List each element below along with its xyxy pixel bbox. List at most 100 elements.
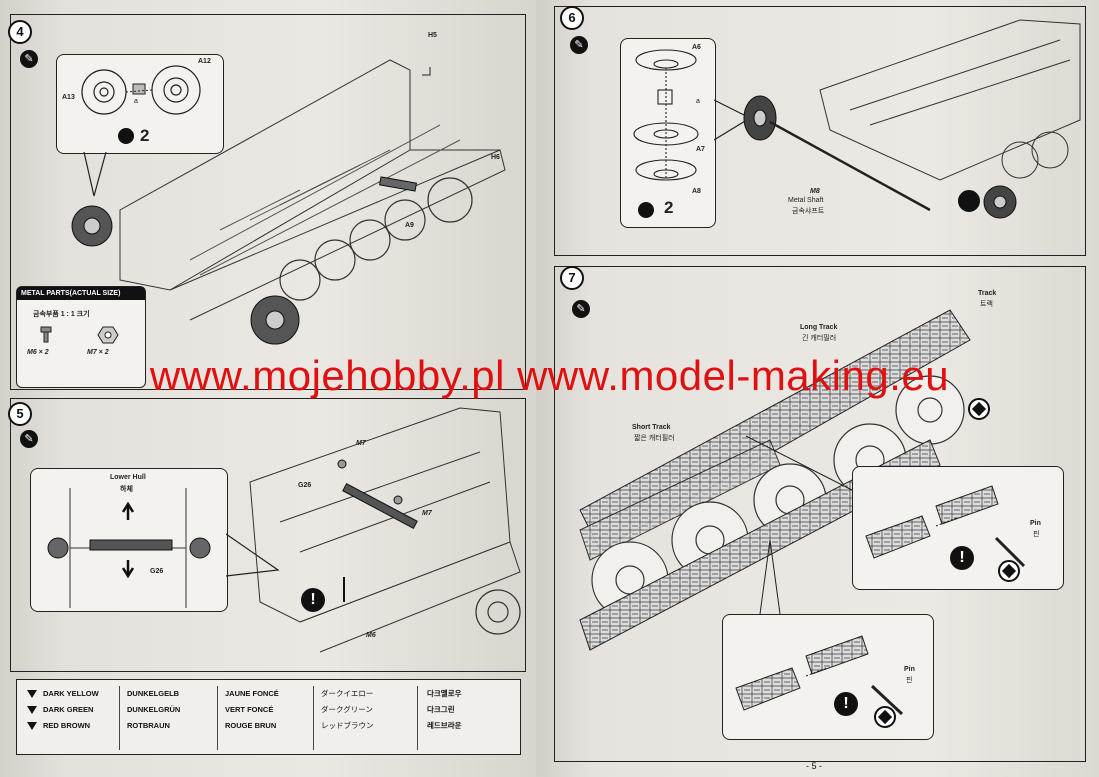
no-glue-icon bbox=[968, 398, 990, 420]
metal-part-m7: M7 × 2 bbox=[87, 349, 109, 356]
sprocket-upper bbox=[71, 205, 113, 247]
step-7-track-drawing bbox=[579, 309, 971, 651]
glue-icon: ✎ bbox=[20, 430, 38, 448]
step-6-hull-drawing bbox=[743, 19, 1081, 219]
label-lower-hull-kr: 하체 bbox=[120, 486, 133, 493]
label-lower-hull: Lower Hull bbox=[110, 474, 146, 481]
divider bbox=[217, 686, 218, 750]
label-pin-lower-kr: 핀 bbox=[906, 677, 913, 684]
label-a: a bbox=[134, 98, 138, 105]
metal-parts-subtitle: 금속부품 1 : 1 크기 bbox=[33, 311, 90, 318]
step-5-callout-pointer bbox=[226, 533, 280, 577]
label-h5: H5 bbox=[428, 32, 437, 39]
page-number: - 5 - bbox=[806, 761, 823, 771]
label-pin-lower: Pin bbox=[904, 666, 915, 673]
metal-part-m6: M6 × 2 bbox=[27, 349, 49, 356]
step-7-pin-inset-lower bbox=[722, 614, 934, 740]
caution-icon: ! bbox=[834, 692, 858, 716]
color-col-jp: ダークイエロー ダークグリーン レッドブラウン bbox=[321, 689, 374, 730]
metal-parts-box: METAL PARTS(ACTUAL SIZE) 금속부품 1 : 1 크기 M… bbox=[16, 286, 146, 388]
divider bbox=[313, 686, 314, 750]
sprocket-lower bbox=[250, 295, 300, 345]
hub-a bbox=[132, 83, 146, 95]
part-dd-icon bbox=[118, 128, 134, 144]
label-a-s6: a bbox=[696, 98, 700, 105]
label-g26-inset: G26 bbox=[150, 568, 164, 575]
part-dd-icon bbox=[638, 202, 654, 218]
color-col-kr: 다크옐로우 다크그린 레드브라운 bbox=[427, 689, 462, 730]
step-5-hull-drawing bbox=[249, 407, 521, 653]
step-4-number: 4 bbox=[8, 20, 32, 44]
label-track-kr: 트랙 bbox=[980, 301, 993, 308]
caution-icon: ! bbox=[301, 588, 325, 612]
label-metal-shaft-kr: 금속샤프트 bbox=[792, 208, 825, 215]
part-a9 bbox=[378, 176, 418, 192]
color-col-de: DUNKELGELB DUNKELGRÜN ROTBRAUN bbox=[127, 689, 181, 730]
glue-icon: ✎ bbox=[20, 50, 38, 68]
label-h6: H6 bbox=[491, 154, 500, 161]
step-4-frame bbox=[10, 14, 526, 390]
label-short-track: Short Track bbox=[632, 424, 671, 431]
sprocket-a12 bbox=[151, 65, 201, 115]
road-wheels bbox=[279, 177, 473, 301]
step-4-sprocket-drawing bbox=[81, 65, 201, 144]
step-4-callout-pointer bbox=[83, 152, 107, 197]
label-a8: A8 bbox=[692, 188, 701, 195]
label-m8: M8 bbox=[810, 188, 820, 195]
label-m6: M6 bbox=[366, 632, 376, 639]
step-6-frame bbox=[554, 6, 1086, 256]
color-marker-icon bbox=[27, 706, 37, 715]
color-row: RED BROWN bbox=[27, 718, 99, 734]
part-g26-inset bbox=[89, 539, 173, 551]
glue-icon: ✎ bbox=[572, 300, 590, 318]
step-5-inset-drawing bbox=[47, 488, 211, 608]
color-col-en: DARK YELLOW DARK GREEN RED BROWN bbox=[27, 686, 99, 734]
label-long-track: Long Track bbox=[800, 324, 838, 331]
label-track: Track bbox=[978, 290, 997, 297]
metal-shaft bbox=[769, 120, 931, 212]
road-wheel-right bbox=[983, 185, 1017, 219]
color-marker-icon bbox=[27, 690, 37, 699]
step-4-multiplier: 2 bbox=[140, 126, 150, 145]
metal-parts-icons bbox=[40, 326, 119, 344]
idler-wheel bbox=[743, 95, 777, 141]
caution-icon: ! bbox=[950, 546, 974, 570]
divider bbox=[417, 686, 418, 750]
no-glue-icon bbox=[874, 706, 896, 728]
part-m7-mid bbox=[393, 495, 403, 505]
label-a7: A7 bbox=[696, 146, 705, 153]
part-g26 bbox=[342, 483, 418, 529]
step-7-frame bbox=[554, 266, 1086, 762]
label-pin-upper-kr: 핀 bbox=[1033, 531, 1040, 538]
step-5-frame bbox=[10, 398, 526, 672]
step-7-number: 7 bbox=[560, 266, 584, 290]
step-6-wheel-exploded bbox=[633, 49, 699, 218]
label-m7-top: M7 bbox=[356, 440, 366, 447]
label-a6: A6 bbox=[692, 44, 701, 51]
divider bbox=[119, 686, 120, 750]
part-m7-top bbox=[337, 459, 347, 469]
track-pin bbox=[870, 684, 904, 716]
label-a13: A13 bbox=[62, 94, 75, 101]
paint-color-table: DARK YELLOW DARK GREEN RED BROWN DUNKELG… bbox=[16, 679, 521, 755]
label-a9: A9 bbox=[405, 222, 414, 229]
color-row: DARK YELLOW bbox=[27, 686, 99, 702]
label-short-track-kr: 짧은 캐터필러 bbox=[634, 435, 675, 442]
step-6-multiplier: 2 bbox=[664, 198, 674, 217]
track-pin bbox=[994, 536, 1026, 568]
step-7-pin-drawing-upper bbox=[865, 485, 1026, 568]
label-long-track-kr: 긴 캐터필러 bbox=[802, 335, 837, 342]
step-5-number: 5 bbox=[8, 402, 32, 426]
color-row: DARK GREEN bbox=[27, 702, 99, 718]
no-glue-icon bbox=[958, 190, 980, 212]
label-pin-upper: Pin bbox=[1030, 520, 1041, 527]
metal-parts-title: METAL PARTS(ACTUAL SIZE) bbox=[17, 287, 145, 300]
color-marker-icon bbox=[27, 722, 37, 731]
no-glue-icon bbox=[998, 560, 1020, 582]
color-col-fr: JAUNE FONCÉ VERT FONCÉ ROUGE BRUN bbox=[225, 689, 279, 730]
watermark-text: www.mojehobby.pl www.model-making.eu bbox=[149, 352, 950, 399]
step-6-number: 6 bbox=[560, 6, 584, 30]
label-m7-mid: M7 bbox=[422, 510, 432, 517]
label-g26: G26 bbox=[298, 482, 312, 489]
glue-icon: ✎ bbox=[570, 36, 588, 54]
